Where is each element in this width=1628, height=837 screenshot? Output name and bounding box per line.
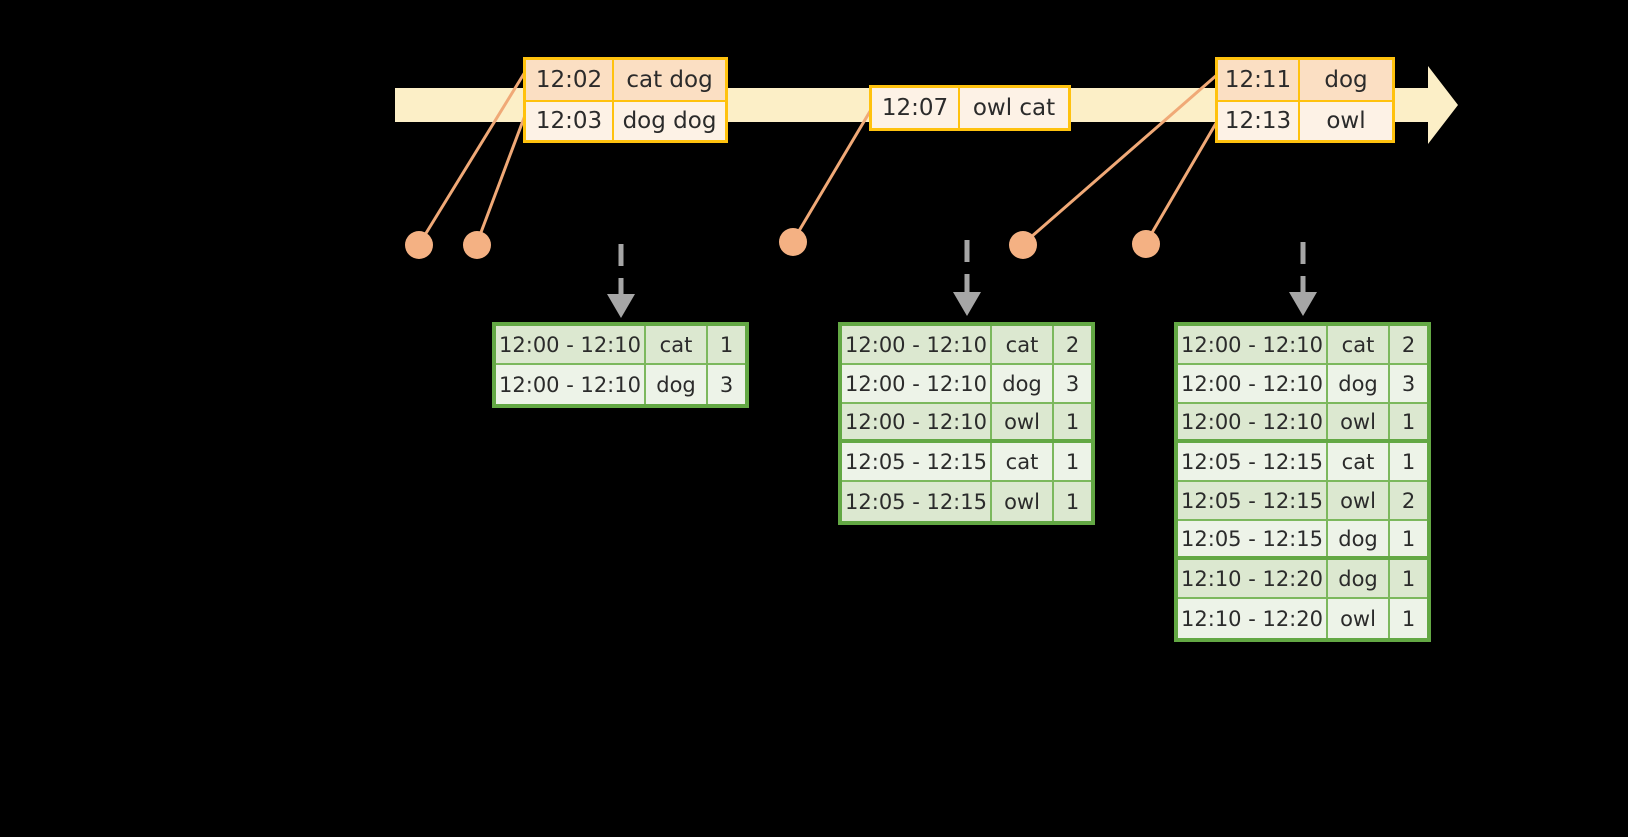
key-cell: cat: [646, 326, 708, 363]
event-words: dog: [1324, 67, 1368, 93]
dashed-arrow-3: [1289, 242, 1317, 316]
table-row[interactable]: 12:00 - 12:10 cat 2: [842, 326, 1091, 365]
count-cell: 3: [719, 372, 734, 397]
window-cell: 12:05 - 12:15: [842, 443, 992, 480]
table-row[interactable]: 12:00 - 12:10 owl 1: [1178, 404, 1427, 443]
event-group-2[interactable]: 12:07 owl cat: [869, 85, 1071, 131]
window-cell: 12:10 - 12:20: [1178, 560, 1328, 597]
dot-1: [405, 231, 433, 259]
count-cell: 2: [1401, 332, 1416, 357]
count-cell: 1: [1401, 526, 1416, 551]
window-cell: 12:00 - 12:10: [496, 365, 646, 404]
connector-line-3: [791, 107, 874, 242]
event-group-3[interactable]: 12:11 dog 12:13 owl: [1215, 57, 1395, 143]
count-cell: 1: [1401, 449, 1416, 474]
window-cell: 12:05 - 12:15: [1178, 482, 1328, 519]
event-row[interactable]: 12:13 owl: [1218, 100, 1392, 140]
count-cell: 1: [1065, 449, 1080, 474]
dashed-arrow-2: [953, 240, 981, 316]
table-row[interactable]: 12:00 - 12:10 dog 3: [842, 365, 1091, 404]
event-time: 12:03: [526, 102, 614, 140]
table-row[interactable]: 12:00 - 12:10 cat 1: [496, 326, 745, 365]
key-cell: dog: [1328, 521, 1390, 556]
count-cell: 3: [1401, 371, 1416, 396]
window-cell: 12:05 - 12:15: [1178, 521, 1328, 556]
key-cell: dog: [1328, 560, 1390, 597]
event-row[interactable]: 12:11 dog: [1218, 60, 1392, 100]
event-group-1[interactable]: 12:02 cat dog 12:03 dog dog: [523, 57, 728, 143]
dashed-arrow-1: [607, 244, 635, 318]
count-cell: 1: [1401, 409, 1416, 434]
key-cell: cat: [992, 443, 1054, 480]
dot-2: [463, 231, 491, 259]
table-row[interactable]: 12:05 - 12:15 cat 1: [1178, 443, 1427, 482]
event-words: owl: [1326, 108, 1366, 134]
event-time: 12:13: [1218, 102, 1300, 140]
table-row[interactable]: 12:10 - 12:20 owl 1: [1178, 599, 1427, 638]
table-row[interactable]: 12:05 - 12:15 owl 1: [842, 482, 1091, 521]
key-cell: owl: [992, 404, 1054, 439]
dot-3: [779, 228, 807, 256]
key-cell: dog: [646, 365, 708, 404]
connector-line-1: [418, 71, 527, 244]
window-cell: 12:05 - 12:15: [842, 482, 992, 521]
table-row[interactable]: 12:05 - 12:15 dog 1: [1178, 521, 1427, 560]
key-cell: dog: [1328, 365, 1390, 402]
count-cell: 2: [1401, 488, 1416, 513]
window-cell: 12:05 - 12:15: [1178, 443, 1328, 480]
key-cell: owl: [1328, 404, 1390, 439]
window-cell: 12:00 - 12:10: [1178, 404, 1328, 439]
window-cell: 12:00 - 12:10: [1178, 365, 1328, 402]
window-cell: 12:00 - 12:10: [496, 326, 646, 363]
count-cell: 1: [1065, 489, 1080, 514]
key-cell: dog: [992, 365, 1054, 402]
event-words: owl cat: [972, 95, 1056, 121]
count-cell: 1: [1401, 566, 1416, 591]
dot-4: [1009, 231, 1037, 259]
key-cell: owl: [992, 482, 1054, 521]
dot-5: [1132, 230, 1160, 258]
event-row[interactable]: 12:02 cat dog: [526, 60, 725, 100]
connector-line-2: [475, 109, 529, 244]
event-words: dog dog: [622, 108, 717, 134]
event-time: 12:07: [872, 88, 960, 128]
count-cell: 3: [1065, 371, 1080, 396]
table-row[interactable]: 12:05 - 12:15 owl 2: [1178, 482, 1427, 521]
result-table-1[interactable]: 12:00 - 12:10 cat 1 12:00 - 12:10 dog 3: [492, 322, 749, 408]
count-cell: 2: [1065, 332, 1080, 357]
event-row[interactable]: 12:07 owl cat: [872, 88, 1068, 128]
count-cell: 1: [1065, 409, 1080, 434]
table-row[interactable]: 12:00 - 12:10 dog 3: [1178, 365, 1427, 404]
count-cell: 1: [1401, 606, 1416, 631]
event-row[interactable]: 12:03 dog dog: [526, 100, 725, 140]
key-cell: cat: [1328, 443, 1390, 480]
event-words: cat dog: [626, 67, 713, 93]
event-time: 12:02: [526, 60, 614, 100]
window-cell: 12:00 - 12:10: [842, 326, 992, 363]
table-row[interactable]: 12:10 - 12:20 dog 1: [1178, 560, 1427, 599]
result-table-2[interactable]: 12:00 - 12:10 cat 2 12:00 - 12:10 dog 3 …: [838, 322, 1095, 525]
count-cell: 1: [719, 332, 734, 357]
key-cell: owl: [1328, 482, 1390, 519]
window-cell: 12:00 - 12:10: [842, 404, 992, 439]
window-cell: 12:00 - 12:10: [1178, 326, 1328, 363]
window-cell: 12:00 - 12:10: [842, 365, 992, 402]
key-cell: owl: [1328, 599, 1390, 638]
table-row[interactable]: 12:00 - 12:10 cat 2: [1178, 326, 1427, 365]
key-cell: cat: [1328, 326, 1390, 363]
table-row[interactable]: 12:00 - 12:10 dog 3: [496, 365, 745, 404]
event-time: 12:11: [1218, 60, 1300, 100]
table-row[interactable]: 12:05 - 12:15 cat 1: [842, 443, 1091, 482]
result-table-3[interactable]: 12:00 - 12:10 cat 2 12:00 - 12:10 dog 3 …: [1174, 322, 1431, 642]
connector-line-5: [1144, 112, 1224, 244]
table-row[interactable]: 12:00 - 12:10 owl 1: [842, 404, 1091, 443]
key-cell: cat: [992, 326, 1054, 363]
window-cell: 12:10 - 12:20: [1178, 599, 1328, 638]
